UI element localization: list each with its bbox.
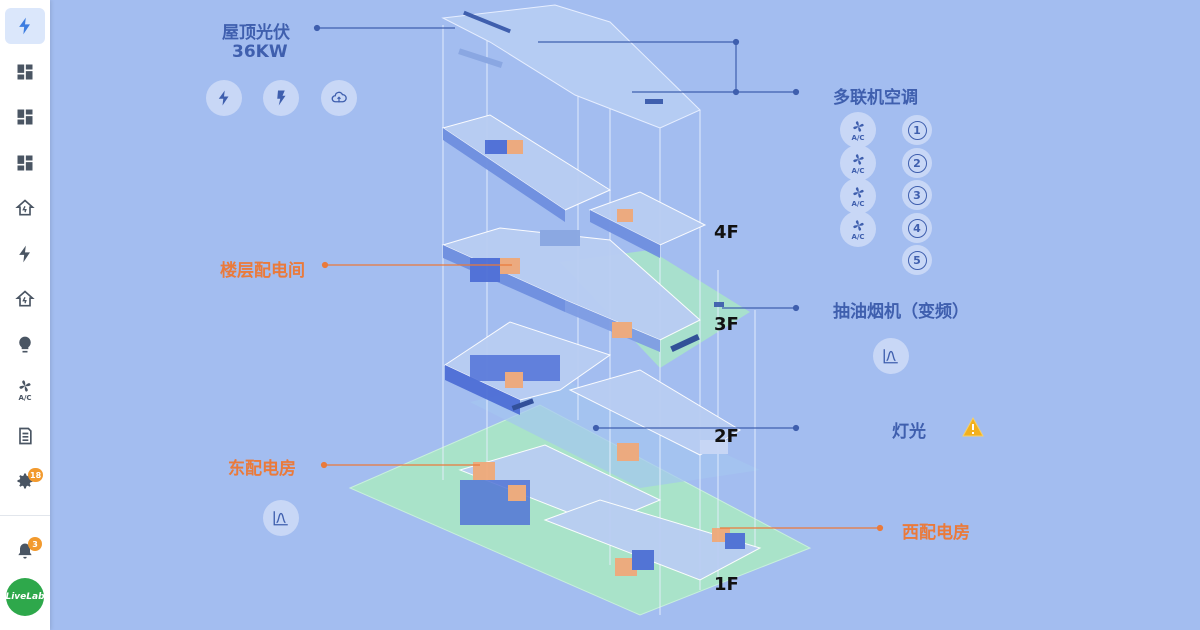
ac-number-4-button[interactable]: 4: [902, 213, 932, 243]
curve-chart-icon: [883, 349, 898, 364]
floor-4f-block: [441, 114, 707, 258]
pv-panel: [463, 10, 511, 34]
ac-fan-icon: [852, 153, 864, 165]
ac-number-5: 5: [907, 250, 927, 270]
vrf-ac-label: 多联机空调: [833, 88, 918, 108]
sidebar-item-power[interactable]: [5, 236, 45, 272]
roof-pv-title: 屋顶光伏: [222, 23, 290, 43]
meter-list-icon: [19, 427, 32, 445]
ac-fan-icon: [19, 380, 31, 392]
ac-text: A/C: [851, 133, 865, 142]
sidebar-divider: [0, 515, 50, 516]
settings-badge: 18: [28, 468, 44, 482]
ac-number-2-button[interactable]: 2: [902, 148, 932, 178]
sidebar-item-lighting[interactable]: [5, 327, 45, 363]
sidebar: A/C 18 3 LiveLab: [0, 0, 50, 630]
ac-fan-icon: [852, 186, 864, 198]
lightning-icon: [19, 245, 30, 263]
floor-distribution-label: 楼层配电间: [220, 261, 305, 281]
ac-fan-icon: [852, 120, 864, 132]
roof-pv-power: 36KW: [232, 42, 288, 62]
west-room-label: 西配电房: [902, 523, 970, 543]
sidebar-item-dashboard-1[interactable]: [5, 54, 45, 90]
east-room-chart-button[interactable]: [263, 500, 299, 536]
home-icon: [15, 290, 35, 307]
sidebar-item-energy[interactable]: [5, 8, 45, 44]
home-icon: [15, 199, 35, 216]
ac-number-5-button[interactable]: 5: [902, 245, 932, 275]
floor-1f-block: [458, 444, 762, 581]
bolt-icon: [277, 90, 286, 106]
ac-fan-icon: [852, 219, 864, 231]
sidebar-item-meters[interactable]: [5, 418, 45, 454]
ac-number-3-button[interactable]: 3: [902, 180, 932, 210]
lightning-icon: [218, 90, 229, 106]
ac-unit-2-button[interactable]: A/C: [840, 145, 876, 181]
range-hood-label: 抽油烟机（变频）: [833, 302, 969, 322]
warning-triangle-icon: [962, 416, 984, 437]
range-hood-chart-button[interactable]: [873, 338, 909, 374]
ac-unit-4-button[interactable]: A/C: [840, 211, 876, 247]
livelab-logo[interactable]: LiveLab: [5, 578, 45, 616]
ac-number-4: 4: [907, 218, 927, 238]
floor-label-4f[interactable]: 4F: [714, 222, 739, 243]
sidebar-item-dashboard-3[interactable]: [5, 145, 45, 181]
lightning-icon: [19, 17, 30, 35]
sidebar-item-home-power[interactable]: [5, 281, 45, 317]
floor-2f-block: [443, 321, 741, 461]
dashboard-icon: [17, 155, 33, 171]
ac-text: A/C: [851, 232, 865, 241]
floor-label-1f[interactable]: 1F: [714, 574, 739, 595]
floor-label-2f[interactable]: 2F: [714, 426, 739, 447]
cloud-icon: [331, 91, 347, 103]
pv-power-button[interactable]: [263, 80, 299, 116]
pv-energy-button[interactable]: [206, 80, 242, 116]
ac-unit-1-button[interactable]: A/C: [840, 112, 876, 148]
lighting-label: 灯光: [892, 422, 926, 442]
curve-chart-icon: [273, 511, 288, 526]
dashboard-icon: [17, 109, 33, 125]
lightbulb-icon: [19, 336, 31, 353]
floor-label-3f[interactable]: 3F: [714, 314, 739, 335]
sidebar-item-air-conditioning[interactable]: A/C: [5, 372, 45, 408]
east-room-label: 东配电房: [228, 459, 296, 479]
warning-icon[interactable]: [961, 416, 985, 438]
ac-number-3: 3: [907, 185, 927, 205]
notifications-badge: 3: [28, 537, 42, 551]
pv-panel: [645, 99, 663, 104]
pv-panel: [458, 48, 503, 68]
slab-2f: [470, 380, 760, 488]
floor-3f-block: [441, 227, 724, 353]
ac-number-1: 1: [907, 120, 927, 140]
ac-text: A/C: [851, 199, 865, 208]
ac-unit-3-button[interactable]: A/C: [840, 178, 876, 214]
ac-number-2: 2: [907, 153, 927, 173]
dashboard-icon: [17, 64, 33, 80]
pv-weather-button[interactable]: [321, 80, 357, 116]
ac-text: A/C: [851, 166, 865, 175]
sidebar-item-home-energy[interactable]: [5, 190, 45, 226]
ac-text: A/C: [18, 394, 32, 402]
roof-slab: [441, 4, 701, 129]
ac-number-1-button[interactable]: 1: [902, 115, 932, 145]
sidebar-item-dashboard-2[interactable]: [5, 99, 45, 135]
